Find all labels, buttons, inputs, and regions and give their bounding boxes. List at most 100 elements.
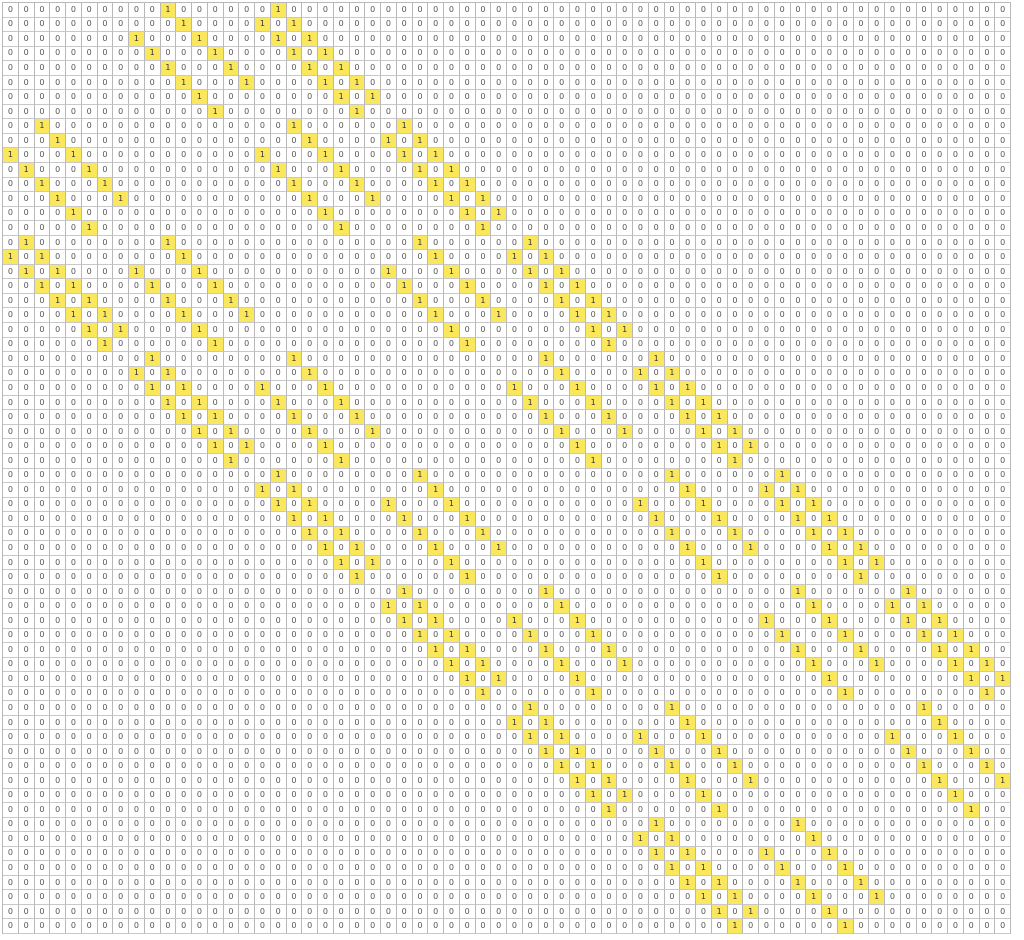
grid-cell-zero: 0 [239,817,255,833]
grid-cell-zero: 0 [853,512,870,527]
grid-cell-one: 1 [412,163,429,178]
grid-cell-zero: 0 [806,148,822,164]
grid-cell-zero: 0 [696,657,712,673]
grid-cell-zero: 0 [66,395,82,411]
grid-cell-zero: 0 [538,221,555,236]
grid-cell-one: 1 [979,759,996,774]
grid-cell-zero: 0 [774,221,791,236]
grid-cell-one: 1 [475,221,492,236]
grid-cell-zero: 0 [916,119,933,134]
grid-cell-zero: 0 [239,570,255,585]
grid-cell-zero: 0 [617,163,633,178]
grid-cell-zero: 0 [18,46,35,62]
grid-cell-zero: 0 [81,410,98,425]
grid-cell-zero: 0 [286,628,303,644]
grid-cell-zero: 0 [349,555,366,571]
grid-cell-zero: 0 [113,293,129,309]
grid-cell-zero: 0 [333,483,350,498]
grid-cell-zero: 0 [538,17,555,33]
grid-cell-zero: 0 [617,75,633,91]
grid-cell-zero: 0 [34,803,51,818]
grid-cell-zero: 0 [774,686,791,702]
grid-cell-zero: 0 [365,715,381,731]
grid-cell-zero: 0 [664,424,681,440]
grid-cell-zero: 0 [916,323,933,338]
grid-cell-zero: 0 [664,119,681,134]
grid-cell-zero: 0 [270,686,287,702]
grid-cell-zero: 0 [932,32,948,47]
grid-cell-zero: 0 [617,817,633,833]
grid-cell-one: 1 [900,744,917,760]
grid-cell-zero: 0 [806,628,822,644]
grid-cell-zero: 0 [554,672,570,687]
grid-cell-zero: 0 [459,61,476,76]
grid-cell-zero: 0 [18,890,35,905]
grid-cell-zero: 0 [192,744,208,760]
grid-cell-zero: 0 [932,861,948,876]
grid-cell-zero: 0 [932,599,948,614]
grid-cell-zero: 0 [837,832,854,847]
grid-cell-zero: 0 [286,235,303,251]
grid-cell-one: 1 [853,570,870,585]
grid-cell-zero: 0 [113,32,129,47]
grid-cell-one: 1 [837,526,854,542]
grid-cell-zero: 0 [727,483,744,498]
grid-cell-zero: 0 [790,497,807,513]
grid-cell-zero: 0 [491,104,507,120]
grid-cell-zero: 0 [396,163,413,178]
grid-cell-zero: 0 [396,628,413,644]
grid-cell-zero: 0 [585,701,602,716]
grid-cell-zero: 0 [995,832,1011,847]
grid-cell-zero: 0 [270,861,287,876]
grid-cell-zero: 0 [223,323,240,338]
grid-cell-zero: 0 [664,90,681,105]
grid-cell-zero: 0 [822,177,838,193]
grid-cell-zero: 0 [948,832,964,847]
grid-cell-zero: 0 [995,453,1011,469]
grid-cell-zero: 0 [349,119,366,134]
grid-cell-zero: 0 [3,221,19,236]
grid-cell-zero: 0 [176,163,192,178]
grid-cell-zero: 0 [286,468,303,484]
grid-cell-one: 1 [696,555,712,571]
grid-cell-zero: 0 [932,104,948,120]
grid-cell-zero: 0 [601,75,618,91]
grid-cell-zero: 0 [318,264,334,280]
grid-cell-zero: 0 [664,453,681,469]
grid-cell-zero: 0 [696,352,712,367]
grid-cell-zero: 0 [822,875,838,891]
grid-cell-zero: 0 [97,570,114,585]
grid-cell-zero: 0 [459,163,476,178]
grid-cell-zero: 0 [664,221,681,236]
grid-cell-zero: 0 [900,381,917,396]
grid-cell-zero: 0 [491,90,507,105]
grid-cell-zero: 0 [97,323,114,338]
grid-cell-zero: 0 [932,352,948,367]
grid-cell-zero: 0 [270,46,287,62]
grid-cell-zero: 0 [759,366,775,382]
grid-cell-zero: 0 [885,773,901,789]
grid-cell-zero: 0 [570,919,586,934]
grid-cell-zero: 0 [491,701,507,716]
grid-cell-zero: 0 [3,75,19,91]
grid-cell-zero: 0 [475,803,492,818]
grid-cell-zero: 0 [160,570,177,585]
grid-cell-zero: 0 [239,730,255,745]
grid-cell-zero: 0 [66,424,82,440]
grid-cell-zero: 0 [475,570,492,585]
grid-cell-zero: 0 [34,846,51,862]
grid-cell-one: 1 [302,61,318,76]
grid-cell-zero: 0 [664,890,681,905]
grid-cell-zero: 0 [963,773,980,789]
grid-cell-zero: 0 [522,410,539,425]
grid-cell-zero: 0 [381,61,397,76]
grid-cell-zero: 0 [333,730,350,745]
grid-cell-zero: 0 [633,817,649,833]
grid-cell-zero: 0 [381,744,397,760]
grid-cell-zero: 0 [837,584,854,600]
grid-cell-one: 1 [428,308,444,324]
grid-cell-zero: 0 [81,192,98,207]
grid-cell-zero: 0 [81,744,98,760]
grid-cell-zero: 0 [633,904,649,920]
grid-cell-zero: 0 [412,177,429,193]
